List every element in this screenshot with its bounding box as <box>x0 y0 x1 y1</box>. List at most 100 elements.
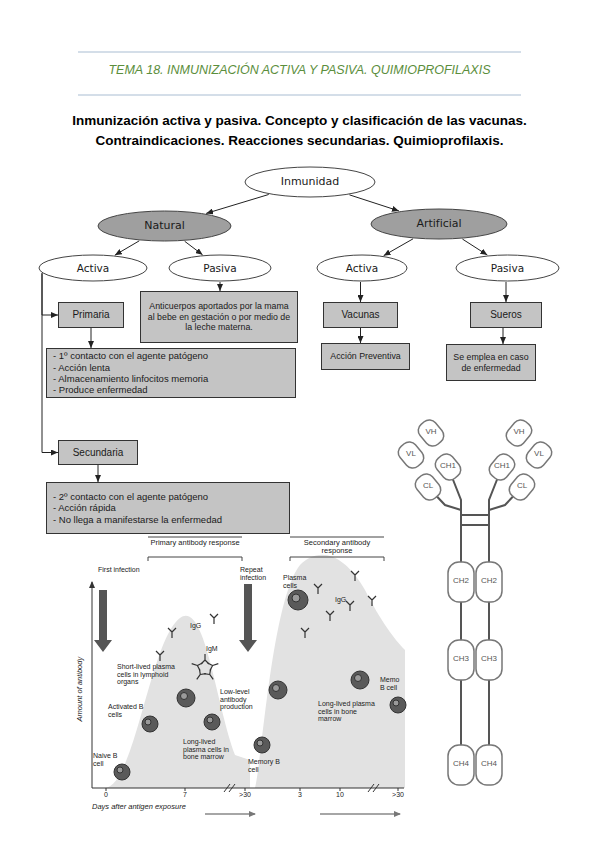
b-cell <box>351 671 369 689</box>
b-cell <box>114 590 406 780</box>
concept-box: Anticuerpos aportados por la mama al beb… <box>140 291 298 343</box>
antibody-domain <box>415 417 447 450</box>
phase-bracket <box>290 557 384 561</box>
concept-ellipse: Activa <box>316 254 408 282</box>
domain-label: CL <box>415 482 441 491</box>
connector-arrow <box>185 241 203 255</box>
node-text: Acción Preventiva <box>330 351 400 362</box>
b-cell <box>114 764 130 780</box>
concept-box: Se emplea en caso de enfermedad <box>446 344 536 381</box>
b-cell <box>117 767 123 773</box>
b-cell <box>390 697 406 713</box>
connector-arrow <box>360 328 361 343</box>
chart-axis <box>368 784 379 792</box>
node-text: Artificial <box>416 217 461 230</box>
node-text: - Acción lenta <box>53 362 110 373</box>
igg-molecule <box>210 614 218 624</box>
antibody-domain <box>476 745 502 785</box>
node-text: - Produce enfermedad <box>53 384 148 395</box>
igm-pentamer <box>204 669 216 682</box>
connector-arrow <box>42 273 58 315</box>
concept-box: Vacunas <box>323 302 398 328</box>
connector-arrow <box>360 282 361 302</box>
tick-label: >30 <box>236 791 254 799</box>
b-cell <box>207 717 213 723</box>
domain-label: CH3 <box>476 655 502 664</box>
b-cell <box>204 714 220 730</box>
phase-bracket <box>148 537 384 561</box>
chain-line <box>461 515 489 525</box>
igm-pentamer <box>201 654 209 664</box>
chart-axis <box>92 788 404 789</box>
cell-label: Long-lived plasma cells in bone marrow <box>183 738 239 761</box>
b-cell <box>142 716 158 732</box>
antibody-domain <box>476 562 502 602</box>
tick-label: 7 <box>179 791 191 799</box>
b-cell <box>393 700 399 706</box>
b-cell <box>269 681 287 699</box>
cell-label: Activated B cells <box>108 703 148 718</box>
antibody-domain <box>486 451 518 484</box>
axis-title: Amount of antibody <box>76 629 84 749</box>
connector-arrow <box>349 195 399 211</box>
list-box: - 2º contacto con el agente patógeno- Ac… <box>46 482 290 534</box>
b-cell <box>273 685 280 692</box>
node-text: Vacunas <box>341 309 379 321</box>
infection-arrow <box>239 584 257 652</box>
connector-arrow <box>220 282 221 291</box>
connector-arrow <box>384 239 413 256</box>
response-curve <box>105 555 405 788</box>
antibody-domain <box>448 562 474 602</box>
concept-ellipse: Activa <box>38 254 148 282</box>
ellipse-shape <box>39 255 147 281</box>
cell-label: Plasma cells <box>283 574 319 589</box>
antibody-domain <box>503 417 535 450</box>
igg-molecule <box>156 571 376 661</box>
tick-label: >30 <box>389 791 407 799</box>
concept-box: Primaria <box>58 302 124 328</box>
igg-molecule <box>351 571 359 581</box>
node-text: Activa <box>346 262 378 275</box>
node-text: Natural <box>144 219 185 232</box>
node-text: - 2º contacto con el agente patógeno <box>53 491 208 502</box>
igg-molecule <box>301 628 309 638</box>
antibody-domain <box>448 745 474 785</box>
connector-arrow <box>206 194 269 213</box>
node-text: Inmunidad <box>281 175 340 188</box>
chart-axis <box>224 784 235 792</box>
phase-bracket <box>290 537 384 538</box>
igg-molecule <box>346 601 354 611</box>
cell-label: Short-lived plasma cells in lymphoid org… <box>117 663 181 686</box>
node-text: Se emplea en caso de enfermedad <box>451 352 531 373</box>
connector-arrow <box>506 282 507 302</box>
domain-label: VL <box>526 450 552 459</box>
cell-label: Memory B cell <box>248 758 284 773</box>
concept-ellipse: Pasiva <box>455 254 560 282</box>
event-label: Repeat infection <box>240 566 286 581</box>
antibody-domain <box>506 471 538 504</box>
domain-label: VL <box>398 450 424 459</box>
phase-label: Secondary antibody response <box>292 539 382 556</box>
node-text: Pasiva <box>491 262 524 275</box>
antibody-domain <box>395 439 427 472</box>
infection-arrow <box>94 590 112 652</box>
connector-arrow <box>115 241 139 255</box>
domain-label: CL <box>509 482 535 491</box>
axis-title: Days after antigen exposure <box>92 803 204 811</box>
cell-label: Memo B cell <box>380 676 404 691</box>
time-arrow <box>205 813 255 815</box>
igg-molecule <box>156 651 164 661</box>
domain-label: CH1 <box>489 462 515 471</box>
b-cell <box>292 594 300 602</box>
node-text: - Acción rápida <box>53 502 116 513</box>
concept-ellipse: Artificial <box>370 208 508 240</box>
igm-pentamer <box>190 660 202 671</box>
cell-label: Long-lived plasma cells in bone marrow <box>318 700 378 723</box>
chain-line <box>428 467 522 745</box>
connector-arrow <box>462 239 487 255</box>
b-cell <box>177 689 195 707</box>
molecule-label: IgG <box>335 596 355 604</box>
igg-molecule <box>168 628 176 638</box>
list-box: - 1º contacto con el agente patógeno- Ac… <box>46 348 296 398</box>
phase-label: Primary antibody response <box>150 539 240 547</box>
